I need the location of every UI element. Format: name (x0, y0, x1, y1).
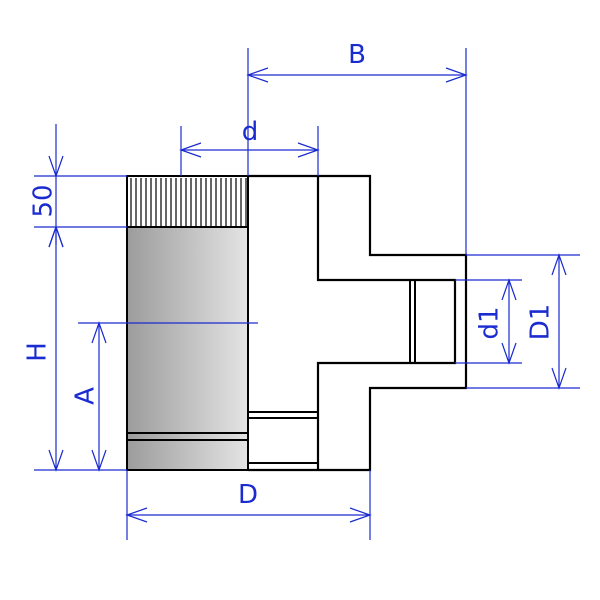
label-D1: D1 (526, 304, 556, 341)
dim-d-arrow-left (179, 142, 202, 158)
dim-A-arrow-bottom (91, 449, 107, 472)
dimension-lines (34, 48, 580, 540)
label-H: H (23, 342, 53, 362)
socket-ribs (130, 178, 247, 226)
dim-H-arrow-bottom (48, 449, 64, 472)
dim-B-arrow-left (246, 67, 269, 83)
tee-outer-outline (248, 174, 468, 472)
dim-d-arrow-right (297, 142, 320, 158)
dim-B-arrow-right (445, 67, 468, 83)
dim-d1-arrow-top (501, 278, 517, 301)
label-A: A (71, 387, 101, 405)
label-B: B (348, 40, 366, 70)
dim-D1-arrow-top (551, 253, 567, 276)
label-D: D (238, 480, 258, 510)
dim-50-arrow-top (48, 155, 64, 178)
dim-D-arrow-left (125, 507, 148, 523)
label-d1: d1 (475, 306, 505, 339)
dim-H-arrow-top (48, 225, 64, 248)
label-50: 50 (29, 184, 59, 217)
dim-d1-arrow-bottom (501, 342, 517, 365)
drain-inner-box (248, 411, 318, 464)
dim-D-arrow-right (349, 507, 372, 523)
dimension-labels: B d 50 H A d1 D1 D (23, 40, 556, 510)
dim-D1-arrow-bottom (551, 367, 567, 390)
label-d: d (242, 117, 259, 147)
socket-band (126, 175, 249, 228)
dim-A-arrow-top (91, 321, 107, 344)
tee-inner-outline (316, 176, 457, 470)
